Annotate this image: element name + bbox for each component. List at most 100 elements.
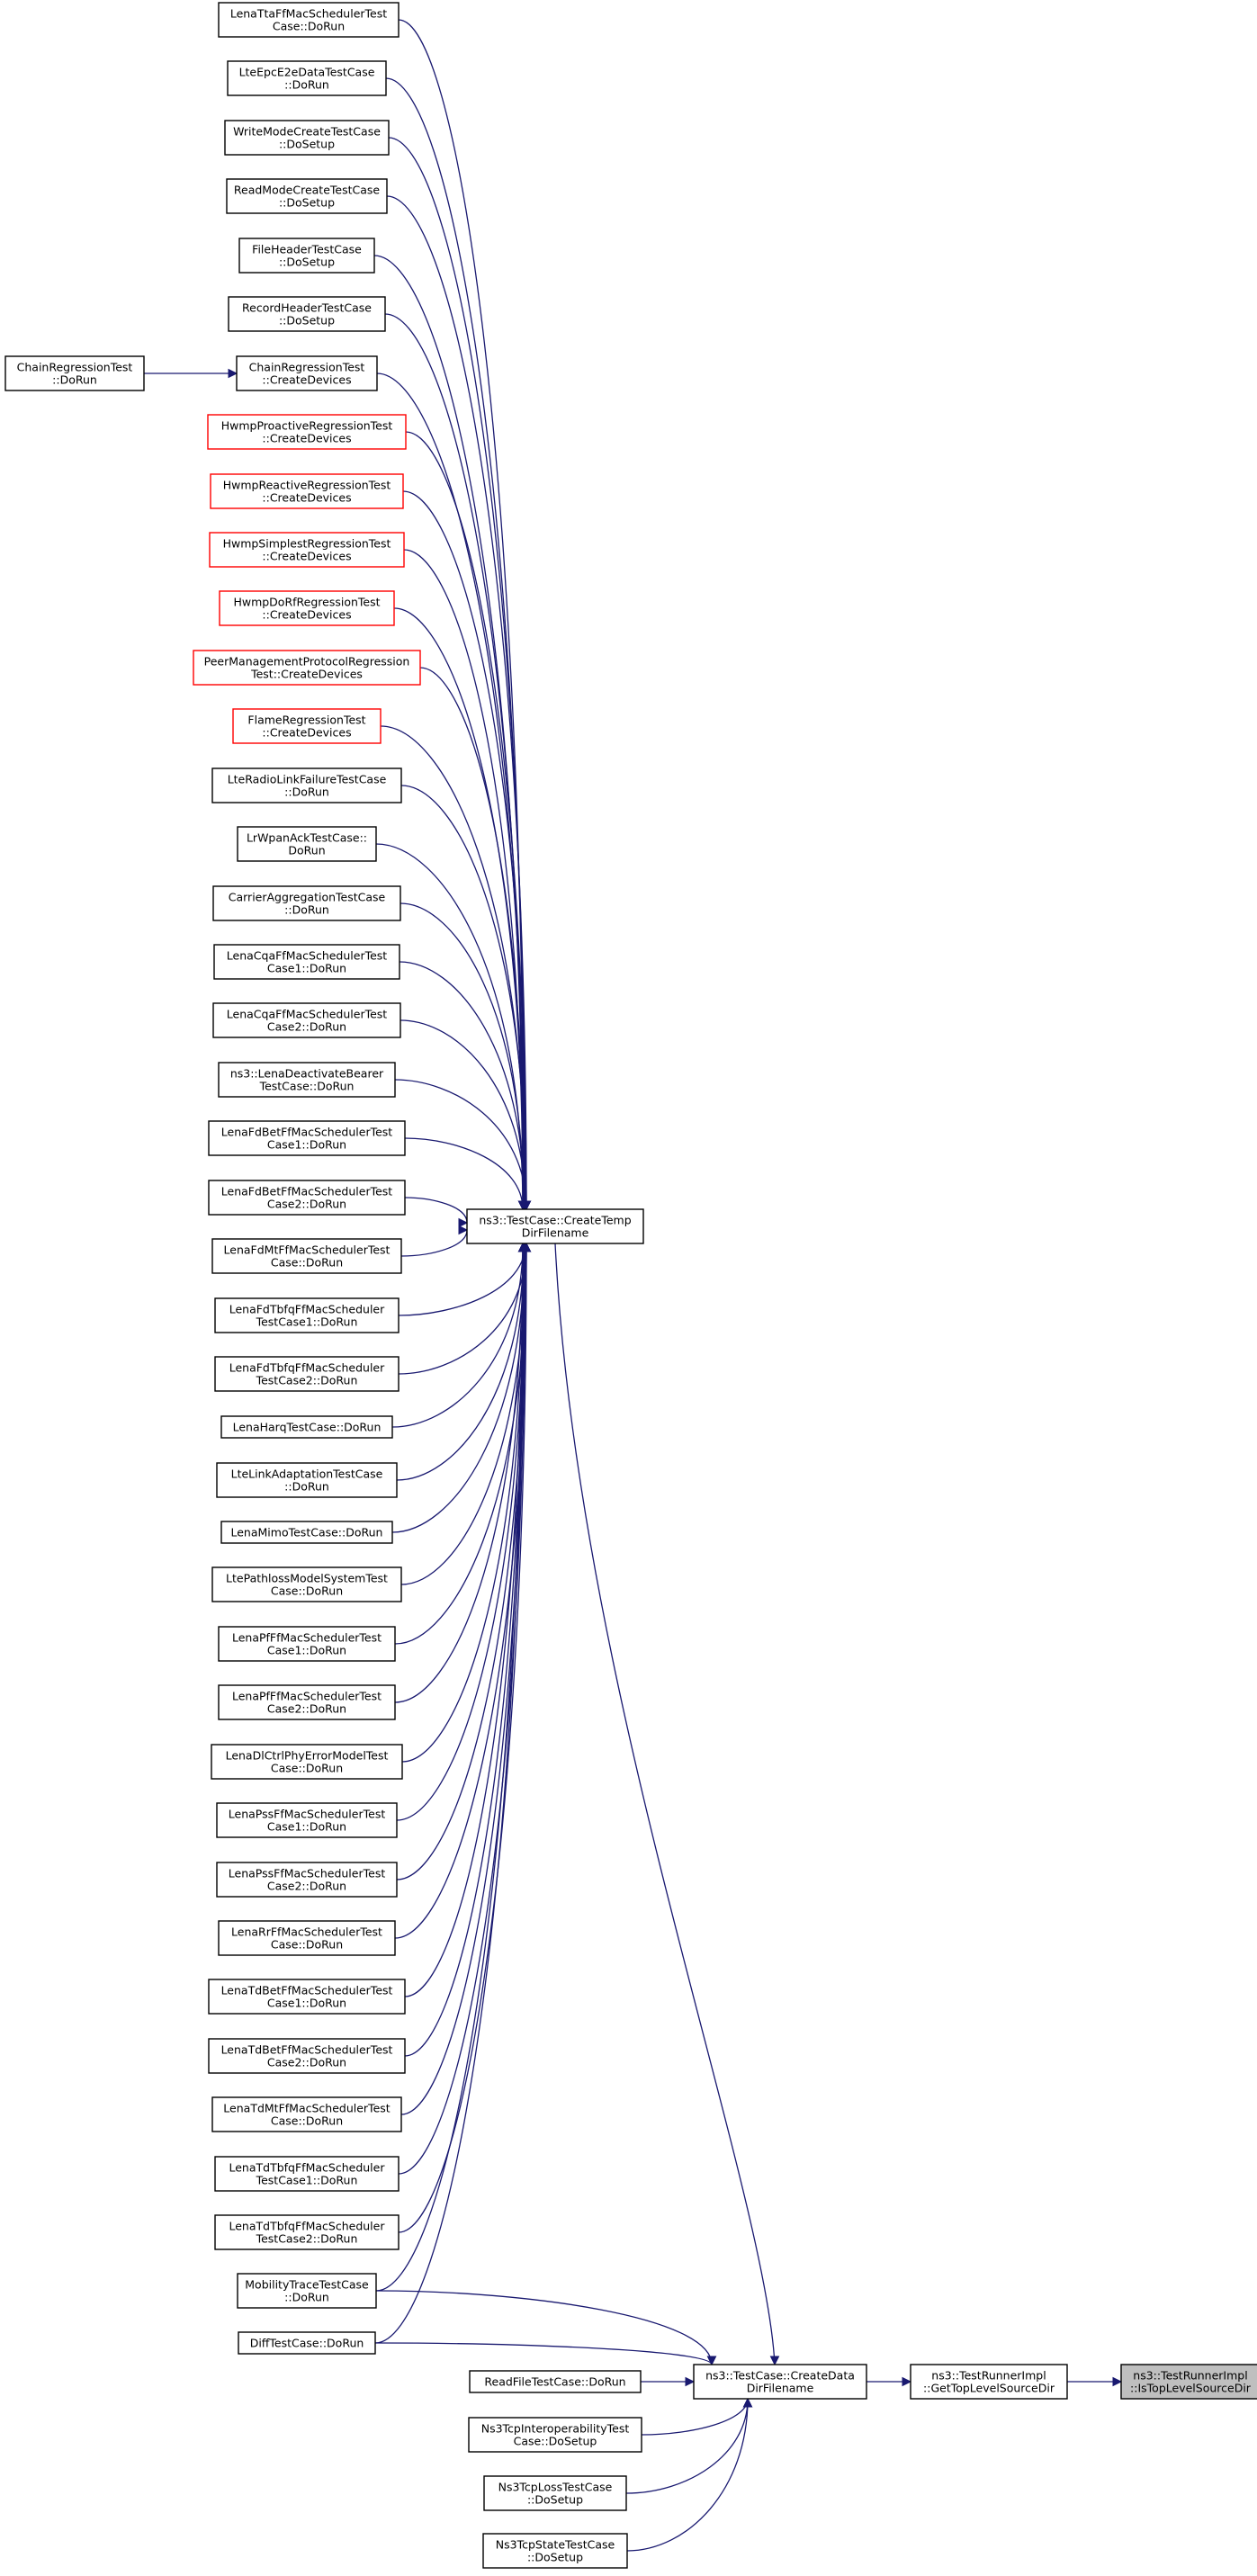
call-edge <box>400 785 527 1210</box>
graph-node-n4[interactable]: FileHeaderTestCase::DoSetup <box>238 238 375 274</box>
call-edge <box>404 1243 524 1997</box>
call-edge <box>375 2290 713 2365</box>
graph-node-n11[interactable]: HwmpDoRfRegressionTest::CreateDevices <box>219 590 395 626</box>
call-edge <box>626 2398 749 2552</box>
graph-node-n15[interactable]: LrWpanAckTestCase::DoRun <box>237 826 377 862</box>
node-label-line: Case1::DoRun <box>267 1820 346 1834</box>
node-label-line: Case::DoRun <box>271 1584 343 1598</box>
node-label-line: LenaTdTbfqFfMacScheduler <box>229 2161 386 2175</box>
graph-node-n6[interactable]: ChainRegressionTest::CreateDevices <box>236 355 378 391</box>
node-label-line: DiffTestCase::DoRun <box>250 2337 364 2350</box>
node-box <box>214 2156 400 2192</box>
node-label-line: ::DoRun <box>52 373 97 387</box>
call-edge <box>399 961 525 1210</box>
graph-node-n43[interactable]: ReadFileTestCase::DoRun <box>469 2370 642 2393</box>
graph-node-n10[interactable]: HwmpSimplestRegressionTest::CreateDevice… <box>209 532 405 568</box>
node-box <box>227 60 387 96</box>
graph-node-n1[interactable]: LteEpcE2eDataTestCase::DoRun <box>227 60 387 96</box>
node-box <box>237 826 377 862</box>
graph-node-n16[interactable]: CarrierAggregationTestCase::DoRun <box>212 885 401 921</box>
node-label-line: LenaPfFfMacSchedulerTest <box>232 1631 382 1645</box>
graph-node-n45[interactable]: Ns3TcpLossTestCase::DoSetup <box>483 2475 627 2511</box>
node-label-line: Case::DoRun <box>271 2114 343 2128</box>
edge-arrowhead <box>706 2356 717 2366</box>
node-label-line: LenaFdMtFfMacSchedulerTest <box>224 1243 391 1257</box>
node-box <box>468 2417 642 2453</box>
call-edge <box>391 1243 524 1428</box>
graph-node-n25[interactable]: LenaHarqTestCase::DoRun <box>220 1415 393 1439</box>
graph-node-n7[interactable]: ChainRegressionTest::DoRun <box>4 355 145 391</box>
graph-node-n5[interactable]: RecordHeaderTestCase::DoSetup <box>228 296 386 332</box>
node-label-line: LenaTdMtFfMacSchedulerTest <box>223 2102 390 2115</box>
node-label-line: Case1::DoRun <box>267 1644 346 1657</box>
node-label-line: CarrierAggregationTestCase <box>229 891 386 904</box>
node-label-line: Case::DoRun <box>271 1762 343 1775</box>
node-label-line: HwmpProactiveRegressionTest <box>221 419 393 433</box>
graph-node-n3[interactable]: ReadModeCreateTestCase::DoSetup <box>226 178 388 214</box>
node-box <box>216 1862 398 1898</box>
graph-node-n48[interactable]: ns3::TestRunnerImpl::GetTopLevelSourceDi… <box>910 2364 1068 2400</box>
graph-node-n46[interactable]: Ns3TcpStateTestCase::DoSetup <box>482 2533 628 2569</box>
node-box <box>216 1462 398 1498</box>
node-box <box>466 1208 644 1244</box>
node-label-line: LenaTdTbfqFfMacScheduler <box>229 2220 386 2233</box>
graph-node-n14[interactable]: LteRadioLinkFailureTestCase::DoRun <box>211 767 402 803</box>
graph-node-n9[interactable]: HwmpReactiveRegressionTest::CreateDevice… <box>210 473 404 509</box>
node-box <box>211 1566 402 1602</box>
edge-arrowhead <box>518 1242 529 1252</box>
node-box <box>1120 2364 1257 2400</box>
node-label-line: ::DoRun <box>284 1480 329 1494</box>
node-label-line: Case::DoSetup <box>514 2435 597 2448</box>
graph-node-n13[interactable]: FlameRegressionTest::CreateDevices <box>232 708 382 744</box>
call-edge <box>394 1243 527 1939</box>
node-label-line: ::DoRun <box>284 785 329 799</box>
node-box <box>910 2364 1068 2400</box>
node-label-line: TestCase1::DoRun <box>256 2174 358 2187</box>
node-label-line: DirFilename <box>747 2382 814 2395</box>
node-label-line: LteEpcE2eDataTestCase <box>239 66 375 79</box>
graph-node-n40[interactable]: MobilityTraceTestCase::DoRun <box>237 2273 377 2309</box>
node-label-line: MobilityTraceTestCase <box>245 2278 369 2292</box>
node-label-line: PeerManagementProtocolRegression <box>204 655 410 669</box>
graph-node-n41[interactable]: DiffTestCase::DoRun <box>238 2331 376 2355</box>
graph-node-n12[interactable]: PeerManagementProtocolRegressionTest::Cr… <box>193 650 421 686</box>
node-label-line: LenaTdBetFfMacSchedulerTest <box>221 1984 393 1997</box>
call-edge <box>396 1243 525 1821</box>
graph-node-n8[interactable]: HwmpProactiveRegressionTest::CreateDevic… <box>207 414 407 450</box>
graph-node-n2[interactable]: WriteModeCreateTestCase::DoSetup <box>224 120 390 156</box>
graph-node-n26[interactable]: LteLinkAdaptationTestCase::DoRun <box>216 1462 398 1498</box>
graph-node-n27[interactable]: LenaMimoTestCase::DoRun <box>220 1521 393 1544</box>
edge-arrowhead <box>902 2376 912 2387</box>
node-label-line: LenaFdBetFfMacSchedulerTest <box>221 1185 393 1198</box>
call-edge <box>403 549 524 1210</box>
call-edge <box>391 1243 525 1533</box>
node-label-line: LenaTtaFfMacSchedulerTest <box>230 7 387 21</box>
graph-node-n49: ns3::TestRunnerImpl::IsTopLevelSourceDir <box>1120 2364 1257 2400</box>
node-box <box>211 2096 402 2132</box>
node-box <box>210 473 404 509</box>
